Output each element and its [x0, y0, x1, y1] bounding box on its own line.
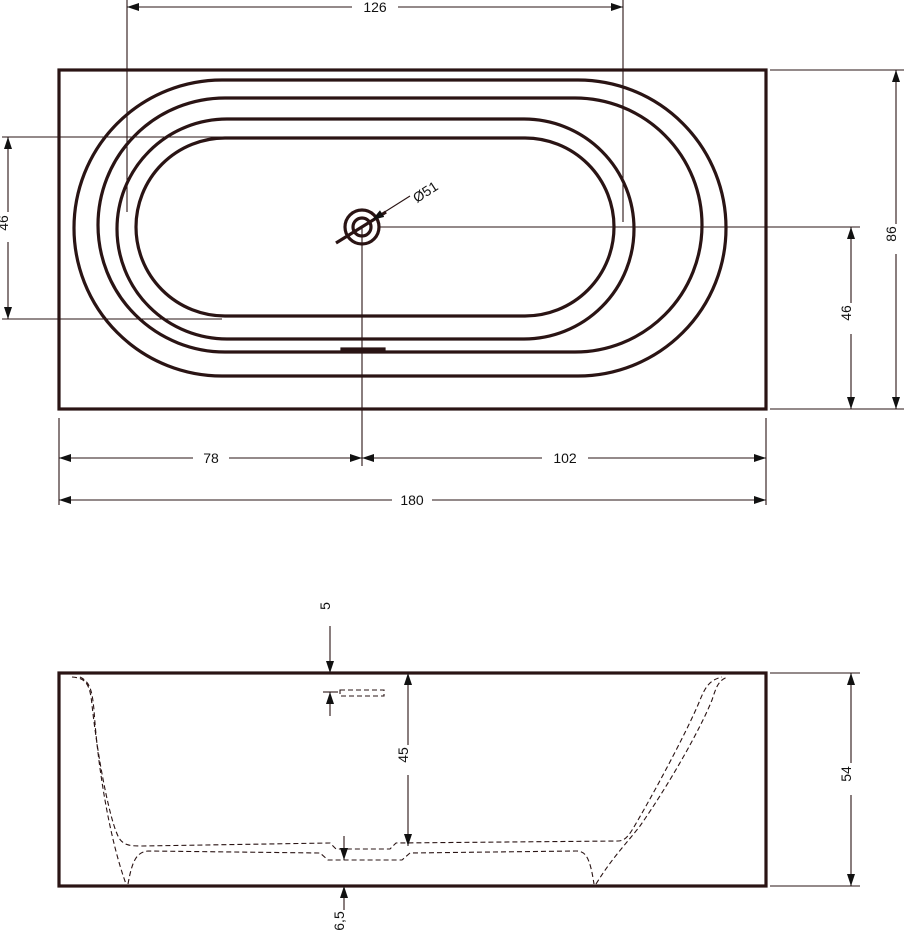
dim-inner-depth-label: 45 — [395, 747, 411, 763]
dim-inner-depth: 45 — [395, 673, 412, 846]
dim-overall-length-label: 180 — [400, 492, 424, 508]
side-view: 5 45 6,5 54 — [57, 602, 860, 931]
top-view: 126 46 46 86 Ø51 — [0, 0, 904, 508]
top-view-outer-rectangle — [57, 68, 768, 411]
dim-drain-diameter: Ø51 — [371, 178, 441, 221]
dim-left-to-drain: 78 — [59, 450, 362, 466]
top-view-rim-inner — [96, 96, 704, 354]
top-view-basin-edge — [115, 117, 636, 341]
dim-drain-to-right: 102 — [362, 450, 766, 466]
side-view-inner-profile — [71, 676, 723, 850]
dim-drain-to-right-label: 102 — [553, 450, 577, 466]
top-view-rim-outer — [72, 78, 728, 378]
dim-base-thickness: 6,5 — [331, 836, 348, 931]
dim-left-height: 46 — [0, 136, 222, 320]
side-view-outer-rectangle — [57, 671, 768, 888]
overflow-slot — [340, 347, 386, 353]
dim-overall-height: 86 — [770, 69, 904, 410]
dim-side-overall-height: 54 — [770, 672, 860, 887]
dim-overall-length: 180 — [59, 492, 766, 508]
dim-rim-thickness-label: 5 — [317, 602, 333, 610]
dim-left-height-label: 46 — [0, 215, 11, 231]
dim-inner-top-width: 126 — [126, 0, 624, 222]
dim-inner-top-width-label: 126 — [363, 0, 387, 15]
dim-base-thickness-label: 6,5 — [331, 911, 347, 931]
dim-rim-thickness: 5 — [317, 602, 338, 716]
dim-side-overall-height-label: 54 — [838, 766, 854, 782]
dim-left-to-drain-label: 78 — [203, 450, 219, 466]
dim-right-height: 46 — [770, 227, 860, 410]
side-view-overflow — [339, 689, 385, 697]
dim-drain-diameter-label: Ø51 — [410, 178, 441, 206]
dim-overall-height-label: 86 — [883, 226, 899, 242]
side-view-outer-shell — [79, 676, 729, 885]
dim-right-height-label: 46 — [838, 305, 854, 321]
